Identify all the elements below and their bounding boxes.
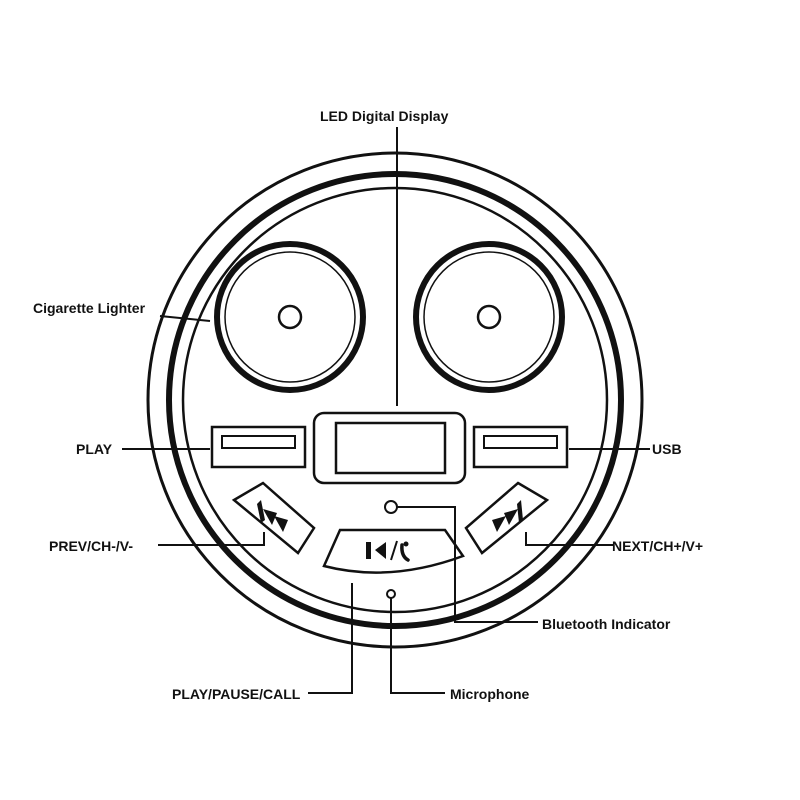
leader-play-pause-call [308, 583, 353, 694]
usb-port-left [210, 425, 307, 469]
inner-ring [181, 186, 609, 614]
bluetooth-indicator-led [384, 500, 398, 514]
leader-prev [158, 532, 265, 546]
label-usb: USB [652, 441, 682, 457]
leader-microphone [390, 598, 445, 694]
fast-forward-icon [492, 500, 523, 532]
label-bluetooth-indicator: Bluetooth Indicator [542, 616, 671, 632]
next-button[interactable] [464, 481, 550, 555]
usb-port-right [472, 425, 569, 469]
outer-ring [146, 151, 644, 649]
leader-bluetooth [397, 506, 538, 623]
label-next: NEXT/CH+/V+ [612, 538, 703, 554]
cigarette-lighter-right [413, 241, 565, 393]
led-display [312, 411, 467, 485]
label-play-pause-call: PLAY/PAUSE/CALL [172, 686, 301, 702]
prev-button[interactable] [231, 481, 316, 555]
device-body [146, 151, 644, 649]
label-prev: PREV/CH-/V- [49, 538, 133, 554]
play-pause-phone-icon [366, 540, 410, 562]
cigarette-lighter-left [214, 241, 366, 393]
label-led-display: LED Digital Display [320, 108, 449, 124]
leader-next [525, 532, 614, 546]
rewind-icon [257, 500, 288, 532]
microphone-hole [386, 589, 396, 599]
leader-cigarette-lighter [159, 315, 211, 322]
label-cigarette-lighter: Cigarette Lighter [33, 300, 146, 316]
leader-lines [122, 127, 650, 694]
label-microphone: Microphone [450, 686, 530, 702]
middle-ring [166, 171, 624, 629]
play-pause-call-button[interactable] [322, 528, 465, 574]
label-play: PLAY [76, 441, 113, 457]
